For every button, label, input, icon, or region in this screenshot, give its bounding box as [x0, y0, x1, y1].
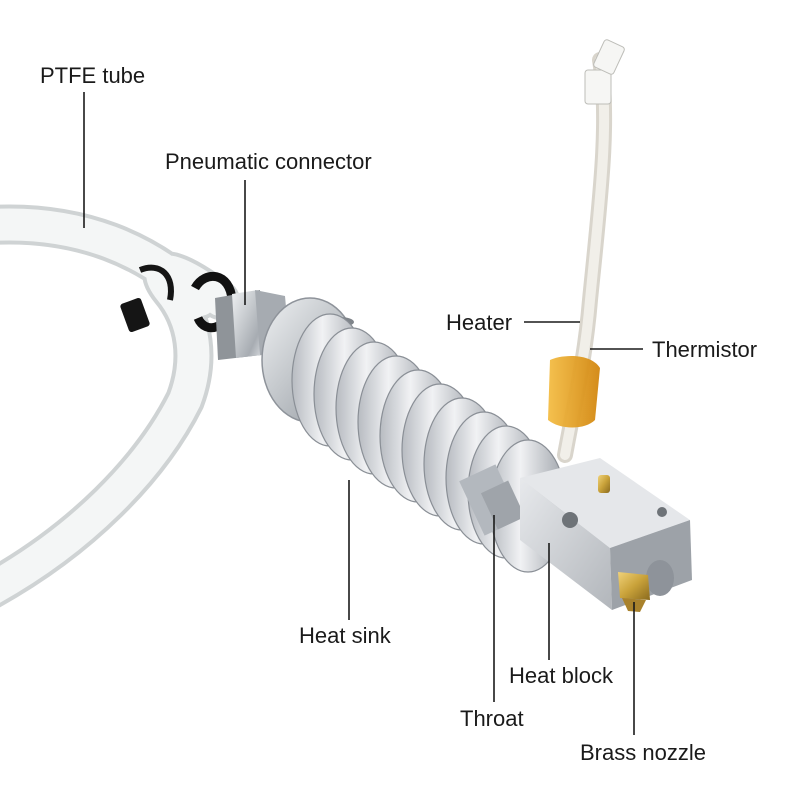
label-heat-block: Heat block — [509, 663, 613, 688]
label-throat: Throat — [460, 706, 524, 731]
label-ptfe-tube: PTFE tube — [40, 63, 146, 88]
label-pneumatic-connector: Pneumatic connector — [165, 149, 372, 174]
throat-part — [480, 480, 526, 530]
label-thermistor: Thermistor — [652, 337, 758, 362]
pneumatic-connector-part — [215, 290, 290, 360]
heat-sink-part — [261, 297, 567, 573]
label-heater: Heater — [446, 310, 513, 335]
label-heat-sink: Heat sink — [299, 623, 391, 648]
heater-thermistor-wires — [548, 39, 625, 463]
ptfe-tube — [0, 204, 240, 608]
leader-lines — [83, 92, 643, 735]
label-brass-nozzle: Brass nozzle — [580, 740, 706, 765]
